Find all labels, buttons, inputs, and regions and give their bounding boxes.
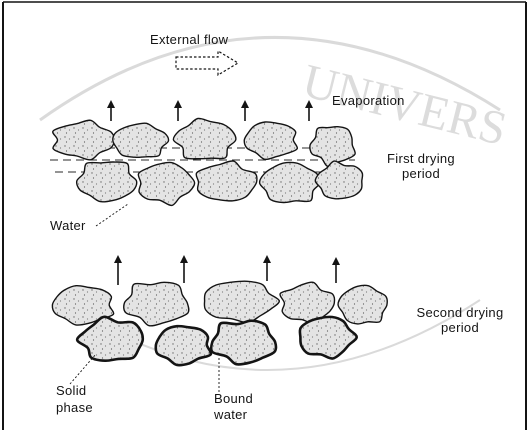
water-leader-line [96,204,128,226]
evaporation-arrow-first-1 [107,100,115,121]
solid-particle-second-period-8 [211,321,276,365]
solid-particle-first-period-9 [260,162,320,202]
solid-particle-second-period-7 [156,326,211,365]
solid-particle-second-period-3 [204,281,279,322]
second-drying-label-line1: Second drying [395,306,525,320]
second-drying-label-line2: period [395,321,525,335]
solid-phase-leader-line [70,354,96,384]
first-drying-label-line1: First drying [366,152,476,166]
evaporation-arrow-second-3 [263,255,271,281]
solid-particle-first-period-2 [113,123,169,157]
solid-particle-first-period-8 [196,161,257,201]
external-flow-label: External flow [150,33,228,47]
particles-layer [52,118,387,365]
evaporation-arrow-first-3 [241,100,249,121]
solid-particle-first-period-6 [77,162,137,202]
solid-particle-first-period-7 [138,162,194,205]
bound-water-label-line1: Bound [214,392,253,406]
bound-water-label-line2: water [214,408,247,422]
solid-particle-first-period-1 [53,120,115,160]
external-flow-arrow [176,51,238,75]
first-drying-label-line2: period [366,167,476,181]
solid-particle-first-period-4 [244,122,297,159]
solid-phase-label-line1: Solid [56,384,86,398]
water-label: Water [50,219,86,233]
solid-particle-second-period-9 [300,317,357,359]
solid-particle-first-period-3 [173,118,235,158]
solid-phase-label-line2: phase [56,401,93,415]
solid-particle-second-period-5 [338,285,387,324]
solid-particle-second-period-2 [124,282,189,326]
evaporation-arrow-second-1 [114,255,122,285]
evaporation-arrow-second-4 [332,257,340,283]
evaporation-arrow-second-2 [180,255,188,283]
evaporation-label: Evaporation [332,94,405,108]
solid-particle-first-period-10 [315,161,362,199]
evaporation-arrow-first-2 [174,100,182,121]
